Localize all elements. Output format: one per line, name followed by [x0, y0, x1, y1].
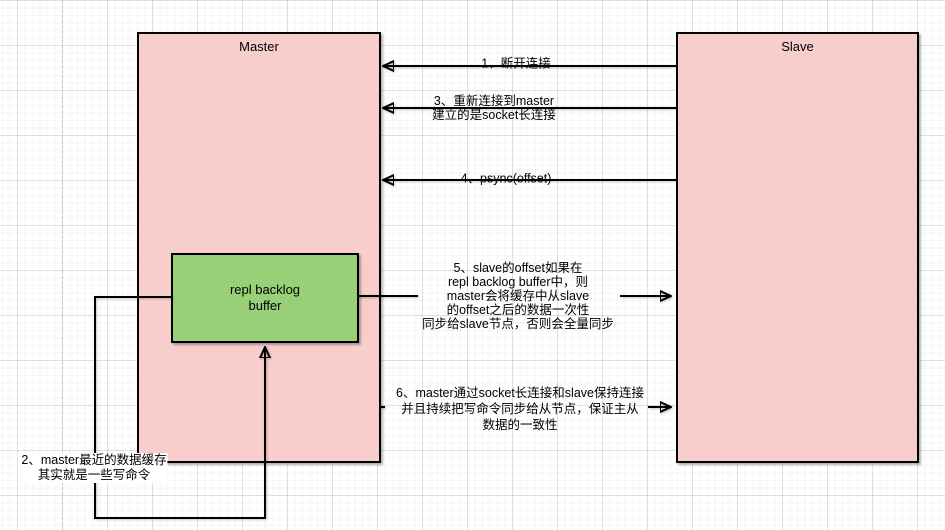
node-slave: Slave	[676, 32, 919, 463]
edge-step2-cache-loop-arrow	[94, 296, 265, 519]
node-slave-label: Slave	[781, 39, 814, 54]
label-step2-cache: 2、master最近的数据缓存 其实就是一些写命令	[20, 453, 168, 483]
label-step6-keepalive: 6、master通过socket长连接和slave保持连接 并且持续把写命令同步…	[396, 386, 644, 432]
node-master-label: Master	[239, 39, 279, 54]
label-step1-disconnect: 1、断开连接	[481, 56, 551, 71]
page-boundary-line	[62, 0, 63, 530]
node-master: Master	[137, 32, 381, 463]
repl-backlog-buffer-label: repl backlog buffer	[229, 282, 301, 313]
label-step3-reconnect: 3、重新连接到master 建立的是socket长连接	[432, 94, 556, 122]
label-step5-offset-sync: 5、slave的offset如果在 repl backlog buffer中，则…	[422, 261, 614, 331]
label-step4-psync: 4、psync(offset)	[460, 171, 552, 186]
